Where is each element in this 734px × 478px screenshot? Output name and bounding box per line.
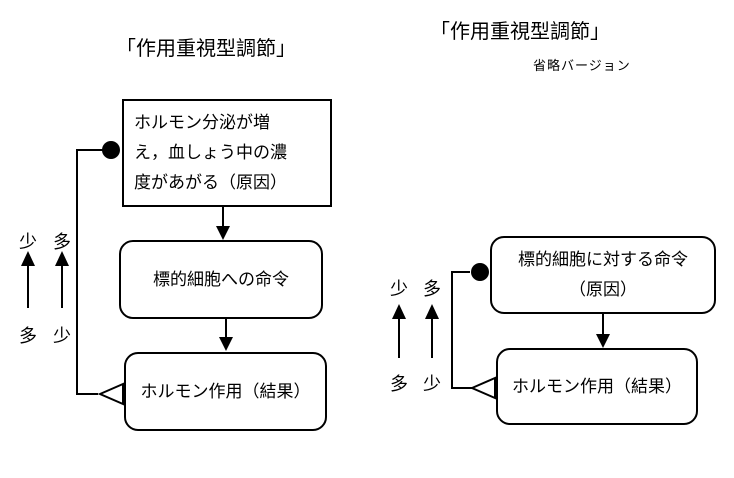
left-result-line-1: ホルモン作用（結果） — [140, 381, 311, 402]
left-command-box: 標的細胞への命令 — [119, 240, 323, 319]
left-indicator-arrowhead-2 — [55, 251, 69, 266]
right-arrowhead-1 — [596, 334, 610, 348]
left-feedback-loop — [76, 149, 110, 395]
right-command-line-2: （原因） — [569, 280, 637, 300]
left-feedback-dot — [102, 141, 120, 159]
left-indicator-col1-top: 少 — [19, 232, 37, 253]
left-cause-line-3: 度があがる（原因） — [134, 173, 287, 193]
left-indicator-col1-bottom: 多 — [19, 326, 37, 347]
right-feedback-dot — [471, 263, 489, 281]
right-indicator-col1-bottom: 多 — [390, 374, 408, 395]
right-indicator-arrowhead-1 — [392, 304, 406, 319]
left-indicator-col2-bottom: 少 — [53, 326, 71, 347]
right-indicator-col2-top: 多 — [423, 279, 441, 300]
right-indicator-col1-top: 少 — [390, 279, 408, 300]
left-cause-line-1: ホルモン分泌が増 — [134, 113, 270, 133]
right-indicator-col2-bottom: 少 — [423, 374, 441, 395]
left-arrowhead-1 — [216, 226, 230, 240]
left-cause-line-2: え，血しょう中の濃 — [134, 143, 287, 163]
right-indicator-arrowhead-2 — [425, 304, 439, 319]
right-subtitle: 省略バージョン — [533, 59, 631, 74]
left-feedback-open-arrow — [97, 382, 124, 406]
left-result-box: ホルモン作用（結果） — [124, 352, 327, 431]
left-indicator-arrowhead-1 — [21, 251, 35, 266]
right-result-line-1: ホルモン作用（結果） — [512, 376, 682, 397]
right-command-line-1: 標的細胞に対する命令 — [518, 250, 688, 270]
right-feedback-open-arrow — [469, 376, 496, 400]
right-feedback-loop — [451, 271, 472, 389]
left-arrowhead-2 — [219, 337, 233, 351]
left-command-line-1: 標的細胞への命令 — [153, 269, 289, 290]
right-title: 「作用重視型調節」 — [430, 19, 610, 43]
left-title: 「作用重視型調節」 — [116, 36, 296, 60]
left-cause-box: ホルモン分泌が増 え，血しょう中の濃 度があがる（原因） — [122, 99, 332, 207]
right-result-box: ホルモン作用（結果） — [496, 348, 698, 425]
right-command-box: 標的細胞に対する命令 （原因） — [490, 236, 716, 314]
left-indicator-col2-top: 多 — [53, 232, 71, 253]
